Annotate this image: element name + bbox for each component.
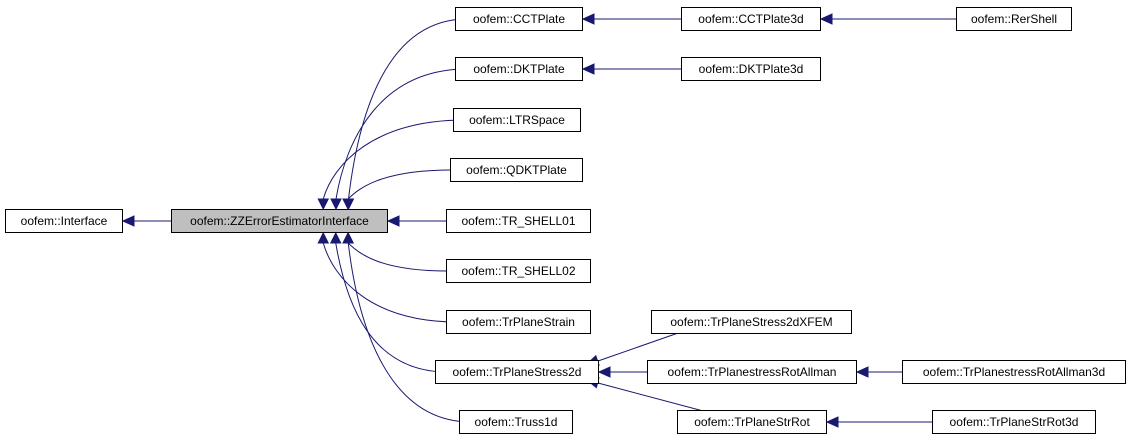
arrowhead-ltrspace-to-zz bbox=[317, 198, 330, 211]
edge-trplanestrrot-to-trplanestress2d bbox=[597, 382, 708, 413]
edge-trplanestress2d-to-zz bbox=[335, 242, 448, 373]
arrowhead-rershell-to-cctplate3d bbox=[819, 13, 833, 25]
edge-trshell02-to-zz bbox=[347, 242, 449, 272]
node-cctplate[interactable]: oofem::CCTPlate bbox=[455, 7, 583, 31]
arrowhead-trplanestressrotallman3d-to-trplanestressrotallman bbox=[855, 366, 869, 378]
arrowhead-trplanestress2d-to-zz bbox=[329, 231, 342, 244]
arrowhead-truss1d-to-zz bbox=[342, 231, 355, 244]
node-tr-shell02[interactable]: oofem::TR_SHELL02 bbox=[446, 259, 591, 283]
node-qdktplate[interactable]: oofem::QDKTPlate bbox=[450, 158, 583, 182]
node-trplanestrrot[interactable]: oofem::TrPlaneStrRot bbox=[677, 410, 827, 434]
node-trplanestress2d[interactable]: oofem::TrPlaneStress2d bbox=[435, 360, 599, 384]
edge-cctplate-to-zz bbox=[348, 18, 468, 200]
node-truss1d[interactable]: oofem::Truss1d bbox=[459, 410, 573, 434]
edge-trplanestress2dxfem-to-trplanestress2d bbox=[597, 331, 682, 362]
arrowhead-trplanestrain-to-zz bbox=[317, 231, 330, 244]
arrowhead-dktplate3d-to-dktplate bbox=[581, 63, 595, 75]
edge-trplanestrain-to-zz bbox=[322, 242, 459, 323]
node-dktplate[interactable]: oofem::DKTPlate bbox=[455, 57, 583, 81]
node-cctplate3d[interactable]: oofem::CCTPlate3d bbox=[681, 7, 821, 31]
edge-qdktplate-to-zz bbox=[347, 169, 453, 200]
node-zzerrorestimatorinterface: oofem::ZZErrorEstimatorInterface bbox=[171, 209, 388, 233]
node-trplanestress2dxfem[interactable]: oofem::TrPlaneStress2dXFEM bbox=[651, 310, 852, 334]
arrowhead-trplanestrrot3d-to-trplanestrrot bbox=[825, 416, 839, 428]
edge-ltrspace-to-zz bbox=[322, 119, 466, 200]
node-trplanestressrotallman3d[interactable]: oofem::TrPlanestressRotAllman3d bbox=[902, 360, 1126, 384]
node-tr-shell01[interactable]: oofem::TR_SHELL01 bbox=[446, 209, 591, 233]
arrowhead-trshell01-to-zz bbox=[386, 215, 400, 227]
edge-dktplate-to-zz bbox=[335, 68, 468, 200]
node-ltrspace[interactable]: oofem::LTRSpace bbox=[453, 108, 581, 132]
arrowhead-zz-to-interface bbox=[121, 215, 135, 227]
node-dktplate3d[interactable]: oofem::DKTPlate3d bbox=[681, 57, 821, 81]
node-trplanestrrot3d[interactable]: oofem::TrPlaneStrRot3d bbox=[932, 410, 1096, 434]
node-rershell[interactable]: oofem::RerShell bbox=[956, 7, 1072, 31]
node-interface[interactable]: oofem::Interface bbox=[5, 209, 123, 233]
arrowhead-cctplate3d-to-cctplate bbox=[581, 13, 595, 25]
node-trplanestressrotallman[interactable]: oofem::TrPlanestressRotAllman bbox=[647, 360, 857, 384]
arrowhead-dktplate-to-zz bbox=[330, 198, 342, 211]
edge-truss1d-to-zz bbox=[347, 242, 472, 423]
node-trplanestrain[interactable]: oofem::TrPlaneStrain bbox=[446, 310, 591, 334]
arrowhead-qdktplate-to-zz bbox=[342, 198, 354, 211]
arrowhead-trplanestressrotallman-to-trplanestress2d bbox=[597, 366, 611, 378]
